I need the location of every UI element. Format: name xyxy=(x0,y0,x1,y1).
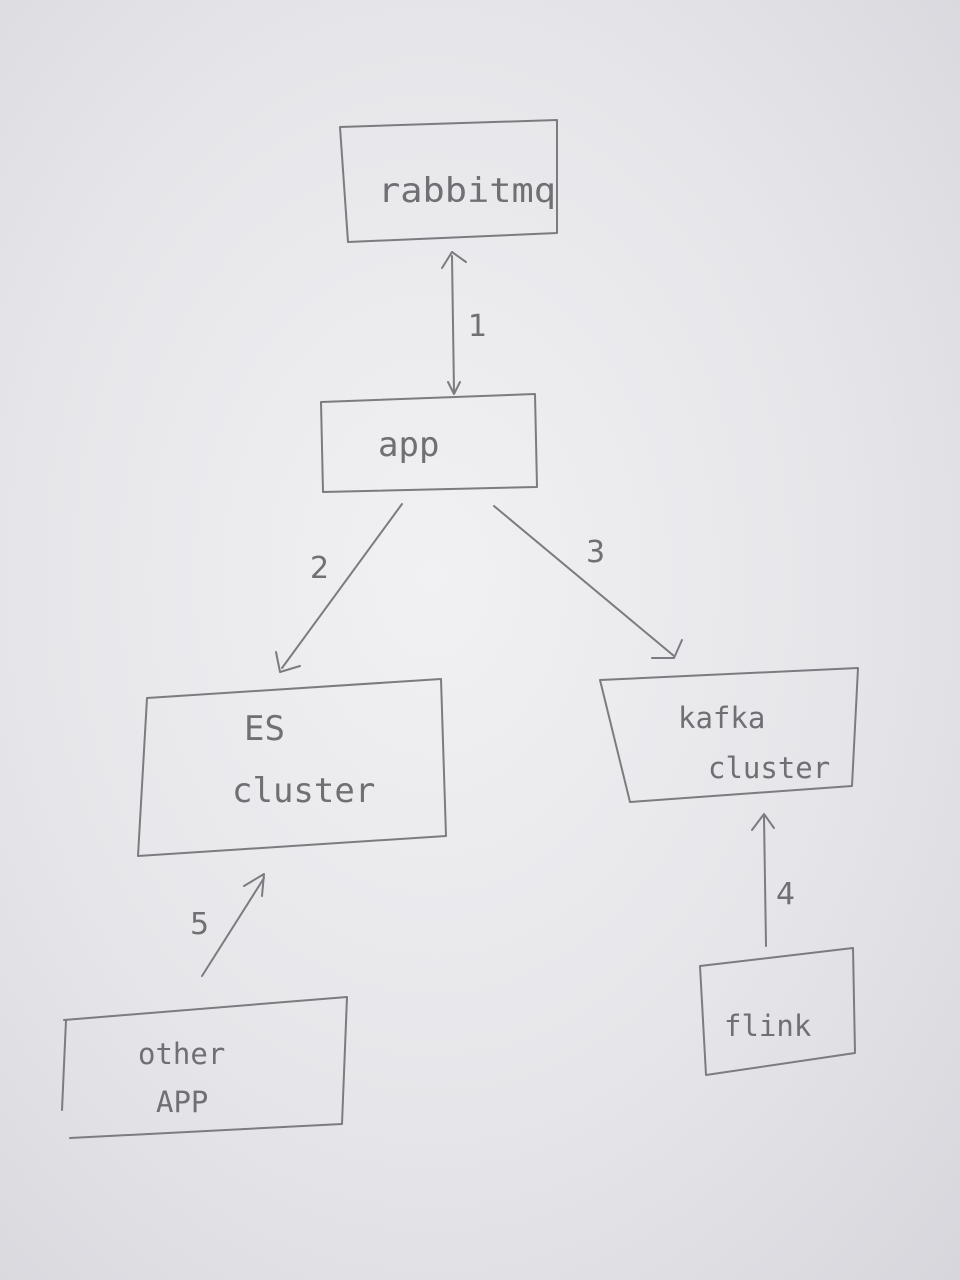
edge-2-label: 2 xyxy=(310,551,329,586)
node-kafka: kafka cluster xyxy=(599,667,859,803)
edge-5-label: 5 xyxy=(190,907,209,942)
node-other-app-box-left xyxy=(61,1019,67,1111)
node-es-label-line2: cluster xyxy=(232,771,375,811)
node-app-box xyxy=(320,393,538,493)
node-other-app-label-line2: APP xyxy=(156,1085,208,1119)
node-other-app-box xyxy=(63,996,348,1139)
node-es: ES cluster xyxy=(137,678,447,857)
node-app-label: app xyxy=(378,425,439,465)
node-other-app-label-line1: other xyxy=(138,1037,225,1071)
edge-5-arrowhead xyxy=(243,873,265,897)
node-rabbitmq-box xyxy=(339,119,558,243)
node-es-label-line1: ES xyxy=(244,709,285,749)
node-other-app: other APP xyxy=(61,996,348,1139)
edge-flink-kafka: 4 xyxy=(751,813,795,947)
node-kafka-label-line1: kafka xyxy=(678,701,765,735)
edge-4-line xyxy=(763,815,767,947)
edge-2-line xyxy=(281,503,403,669)
edge-1-arrowhead-down xyxy=(447,381,461,395)
node-app: app xyxy=(320,393,538,493)
edge-4-label: 4 xyxy=(776,877,795,912)
node-rabbitmq: rabbitmq xyxy=(339,119,558,243)
edge-app-kafka: 3 xyxy=(493,505,683,659)
edge-1-arrowhead-up xyxy=(441,251,467,269)
edge-1-line xyxy=(451,255,455,393)
node-es-box xyxy=(137,678,447,857)
edge-3-label: 3 xyxy=(586,535,605,570)
node-rabbitmq-label: rabbitmq xyxy=(378,171,556,211)
node-kafka-box xyxy=(599,667,859,803)
edge-other-es: 5 xyxy=(190,873,265,977)
edge-3-line xyxy=(493,505,675,657)
node-flink-box xyxy=(699,947,856,1076)
node-flink: flink xyxy=(699,947,856,1076)
edge-2-arrowhead xyxy=(275,651,301,673)
edge-4-arrowhead xyxy=(751,813,775,831)
node-flink-label: flink xyxy=(724,1009,812,1043)
node-kafka-label-line2: cluster xyxy=(708,751,830,785)
edge-3-arrowhead xyxy=(651,639,683,659)
edge-app-rabbitmq: 1 xyxy=(441,251,487,395)
edge-app-es: 2 xyxy=(275,503,403,673)
edge-1-label: 1 xyxy=(468,309,487,344)
edge-5-line xyxy=(201,877,265,977)
